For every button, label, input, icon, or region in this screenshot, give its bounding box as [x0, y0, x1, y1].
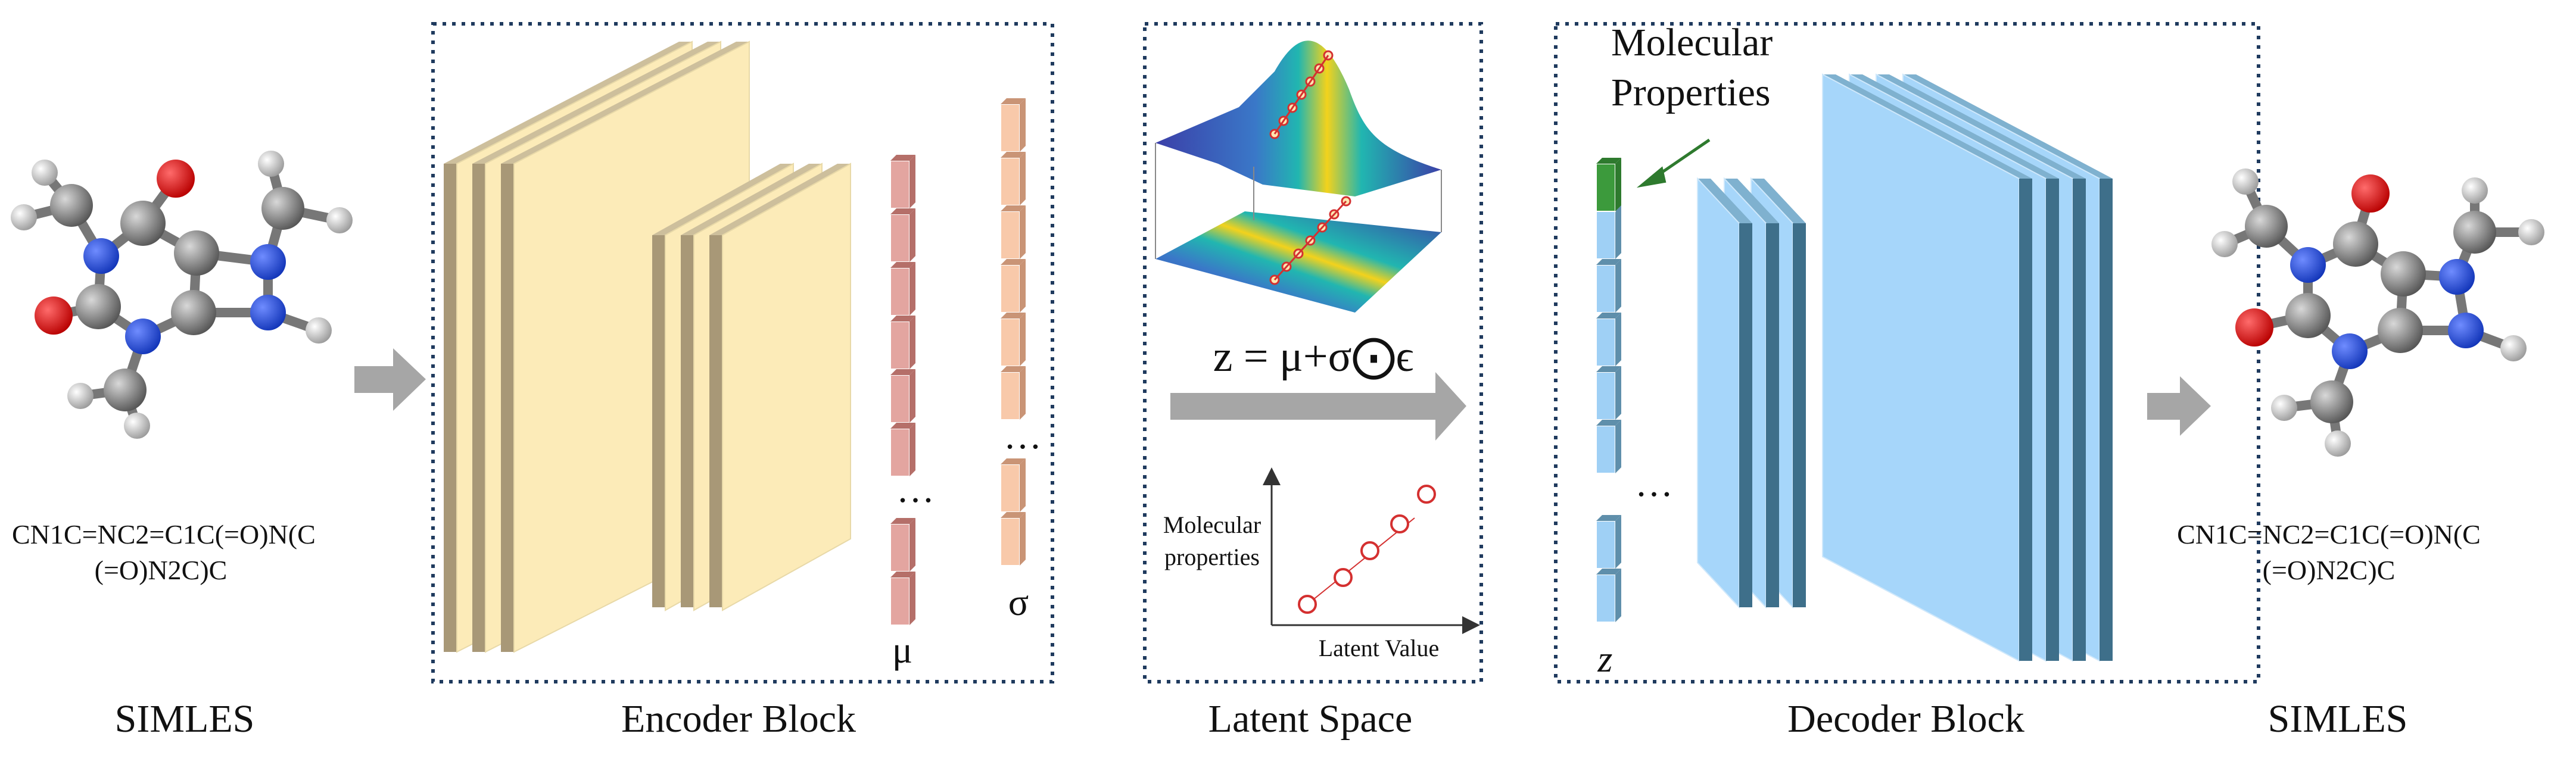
mu-label: μ — [892, 629, 913, 671]
z-label: z — [1597, 638, 1613, 680]
sigma-cell-1 — [1000, 98, 1026, 152]
z-cell-3 — [1596, 313, 1621, 367]
sigma-cell-4 — [1000, 259, 1026, 313]
mu-cell-4 — [890, 316, 915, 370]
mu-cell-3 — [890, 262, 915, 316]
z-cell-4 — [1596, 366, 1621, 420]
plot-point-5 — [1417, 485, 1436, 504]
encoder-caption: Encoder Block — [621, 697, 856, 741]
plot-point-1 — [1298, 595, 1317, 614]
arrow-to-decoder — [1170, 372, 1466, 441]
decoder-small-slice-3 — [1697, 177, 1752, 609]
sigma-ellipsis: … — [1004, 414, 1042, 457]
property-cell-1 — [1596, 158, 1621, 212]
decoder-box — [1554, 22, 2260, 683]
z-cell-2 — [1596, 259, 1621, 313]
plot-point-2 — [1334, 568, 1353, 587]
sigma-vector — [1000, 98, 1026, 566]
decoder-large-slice-4 — [1822, 73, 2032, 662]
mu-ellipsis: … — [896, 468, 935, 510]
z-cell-6 — [1596, 515, 1621, 569]
decoder-layer-small — [1697, 177, 1806, 609]
mu-cell-7 — [890, 518, 915, 572]
output-caption: SIMLES — [2267, 697, 2408, 741]
plot-xlabel: Latent Value — [1318, 635, 1440, 661]
encoder-small-slice-3 — [709, 163, 851, 611]
input-smiles: CN1C=NC2=C1C(=O)N(C (=O)N2C)C — [12, 519, 316, 585]
property-arrow — [1636, 138, 1711, 188]
property-plot — [1263, 467, 1480, 634]
z-vector — [1596, 158, 1621, 623]
sigma-cell-7 — [1000, 458, 1026, 513]
sigma-label: σ — [1008, 581, 1029, 623]
decoder-caption: Decoder Block — [1787, 697, 2024, 741]
arrow-to-output — [2147, 376, 2211, 436]
plot-point-4 — [1390, 514, 1409, 533]
input-caption: SIMLES — [114, 697, 255, 741]
sigma-cell-6 — [1000, 366, 1026, 420]
sigma-cell-3 — [1000, 205, 1026, 260]
plot-ylabel: Molecular properties — [1163, 511, 1261, 570]
encoder-layer-small — [652, 163, 851, 611]
mu-cell-1 — [890, 155, 915, 209]
molecular-properties-label: Molecular Properties — [1611, 21, 1773, 114]
latent-caption: Latent Space — [1208, 697, 1413, 741]
arrow-to-encoder — [354, 348, 426, 411]
mu-cell-2 — [890, 208, 915, 263]
latent-surface-plot — [1155, 40, 1442, 313]
output-smiles: CN1C=NC2=C1C(=O)N(C (=O)N2C)C — [2177, 519, 2481, 585]
mu-cell-5 — [890, 369, 915, 423]
decoder-layer-large — [1822, 73, 2113, 662]
mu-cell-6 — [890, 423, 915, 477]
mu-cell-8 — [890, 572, 915, 626]
input-molecule-image — [11, 151, 353, 439]
z-cell-1 — [1596, 205, 1621, 260]
mu-vector — [890, 155, 915, 626]
z-ellipsis: … — [1635, 462, 1673, 504]
latent-box — [1143, 22, 1483, 683]
sigma-cell-8 — [1000, 512, 1026, 566]
sigma-cell-5 — [1000, 313, 1026, 367]
sigma-cell-2 — [1000, 152, 1026, 206]
z-cell-7 — [1596, 569, 1621, 623]
output-molecule-image — [2211, 168, 2544, 457]
z-cell-5 — [1596, 420, 1621, 474]
plot-point-3 — [1360, 541, 1379, 560]
latent-equation: z = μ+σ⨀ϵ — [1213, 332, 1414, 381]
